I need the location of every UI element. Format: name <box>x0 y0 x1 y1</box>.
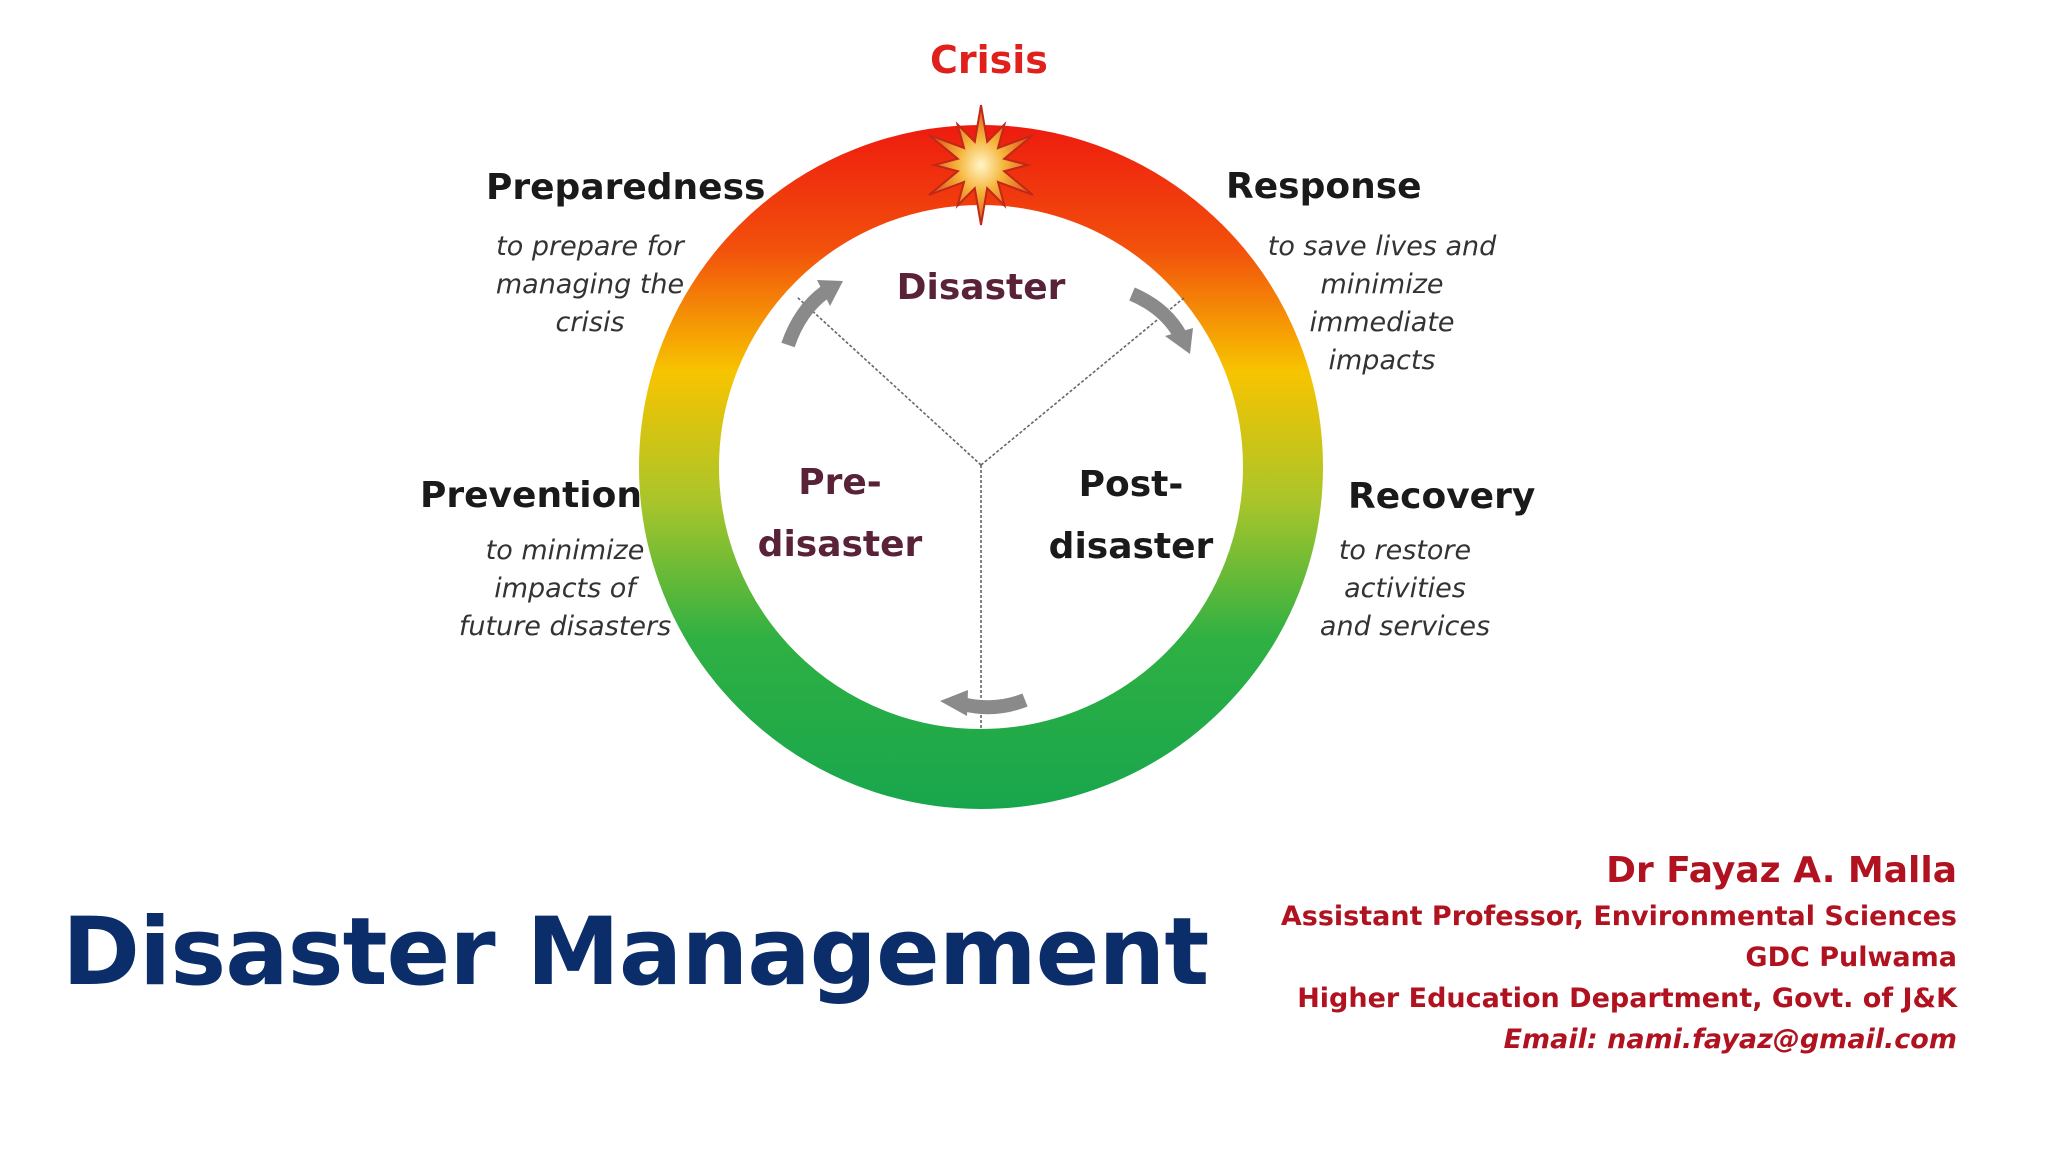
cycle-arrow-left <box>781 280 843 348</box>
author-name: Dr Fayaz A. Malla <box>1606 850 1957 891</box>
cycle-arrow-bottom <box>940 690 1028 716</box>
crisis-label: Crisis <box>930 38 1048 82</box>
post-disaster-line-1: Post- <box>1078 464 1184 505</box>
phase-recovery-title: Recovery <box>1348 476 1536 517</box>
pre-disaster-line-1: Pre- <box>798 462 882 503</box>
phase-response-desc: to save lives and minimize immediate imp… <box>1262 228 1502 380</box>
phase-response-desc-line: minimize <box>1320 269 1444 300</box>
divider-line-left <box>796 296 982 466</box>
phase-recovery-desc: to restore activities and services <box>1310 532 1500 646</box>
crisis-starburst-icon <box>928 104 1034 226</box>
phase-prevention-desc-line: future disasters <box>458 611 672 642</box>
divider-line-right <box>980 296 1186 466</box>
phase-prevention-desc-line: impacts of <box>494 573 636 604</box>
phase-response-desc-line: impacts <box>1328 345 1436 376</box>
phase-preparedness-desc: to prepare for managing the crisis <box>480 228 700 342</box>
center-label-pre-disaster: Pre- disaster <box>755 452 925 576</box>
phase-response-desc-line: to save lives and <box>1267 231 1497 262</box>
cycle-arrow-right <box>1129 287 1193 354</box>
phase-prevention-desc: to minimize impacts of future disasters <box>455 532 675 646</box>
phase-response-title: Response <box>1226 166 1422 207</box>
phase-response-desc-line: immediate <box>1309 307 1455 338</box>
pre-disaster-line-2: disaster <box>757 524 923 565</box>
author-email: Email: nami.fayaz@gmail.com <box>1503 1024 1957 1055</box>
author-institution: GDC Pulwama <box>1745 942 1957 973</box>
phase-prevention-title: Prevention <box>420 475 642 516</box>
phase-preparedness-desc-line: to prepare for <box>496 231 684 262</box>
phase-recovery-desc-line: and services <box>1319 611 1491 642</box>
phase-preparedness-desc-line: crisis <box>555 307 625 338</box>
center-label-post-disaster: Post- disaster <box>1046 454 1216 578</box>
author-info: Dr Fayaz A. Malla Assistant Professor, E… <box>1281 846 1957 1060</box>
slide-title: Disaster Management <box>62 898 1209 1007</box>
post-disaster-line-2: disaster <box>1048 526 1214 567</box>
phase-recovery-desc-line: to restore <box>1338 535 1472 566</box>
center-label-disaster: Disaster <box>896 267 1066 308</box>
phase-prevention-desc-line: to minimize <box>485 535 645 566</box>
phase-preparedness-desc-line: managing the <box>495 269 685 300</box>
author-department: Higher Education Department, Govt. of J&… <box>1297 983 1957 1014</box>
phase-preparedness-title: Preparedness <box>486 167 766 208</box>
author-position: Assistant Professor, Environmental Scien… <box>1280 901 1957 932</box>
phase-recovery-desc-line: activities <box>1344 573 1466 604</box>
